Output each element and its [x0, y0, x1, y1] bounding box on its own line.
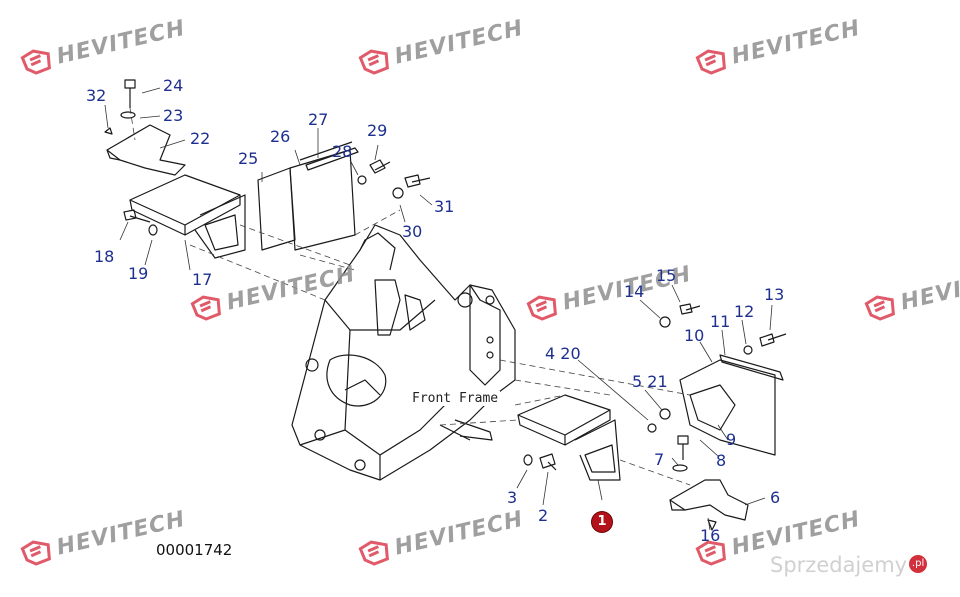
callout-22: 22 [190, 129, 211, 148]
callout-9: 9 [726, 430, 737, 449]
callout-4-20: 4 20 [545, 344, 581, 363]
callout-7: 7 [654, 450, 665, 469]
callout-15: 15 [656, 266, 677, 285]
callout-19: 19 [128, 264, 149, 283]
callout-17: 17 [192, 270, 213, 289]
washer-icon [120, 111, 753, 472]
callout-16: 16 [700, 526, 721, 545]
document-number: 00001742 [156, 541, 233, 559]
callout-23: 23 [163, 106, 184, 125]
callout-2: 2 [538, 506, 549, 525]
site-badge: Sprzedajemy.pl [770, 553, 928, 577]
callout-18: 18 [94, 247, 115, 266]
callout-3: 3 [507, 488, 518, 507]
front-frame-label: Front Frame [410, 391, 501, 406]
site-badge-text: Sprzedajemy [770, 553, 908, 577]
callout-13: 13 [764, 285, 785, 304]
callout-32: 32 [86, 86, 107, 105]
callout-14: 14 [624, 282, 645, 301]
callout-30: 30 [402, 222, 423, 241]
callout-12: 12 [734, 302, 755, 321]
callout-31: 31 [434, 197, 455, 216]
callout-24: 24 [163, 76, 184, 95]
callout-11: 11 [710, 312, 731, 331]
callout-28: 28 [332, 142, 353, 161]
reference-badge: 1 [592, 512, 612, 532]
callout-6: 6 [770, 488, 781, 507]
site-badge-suffix: .pl [909, 555, 928, 573]
callout-26: 26 [270, 127, 291, 146]
bolt-icon [123, 79, 787, 471]
callout-8: 8 [716, 451, 727, 470]
callout-25: 25 [238, 149, 259, 168]
callout-10: 10 [684, 326, 705, 345]
callout-29: 29 [367, 121, 388, 140]
front-frame-body [291, 224, 516, 481]
callout-27: 27 [308, 110, 329, 129]
callout-5-21: 5 21 [632, 372, 668, 391]
